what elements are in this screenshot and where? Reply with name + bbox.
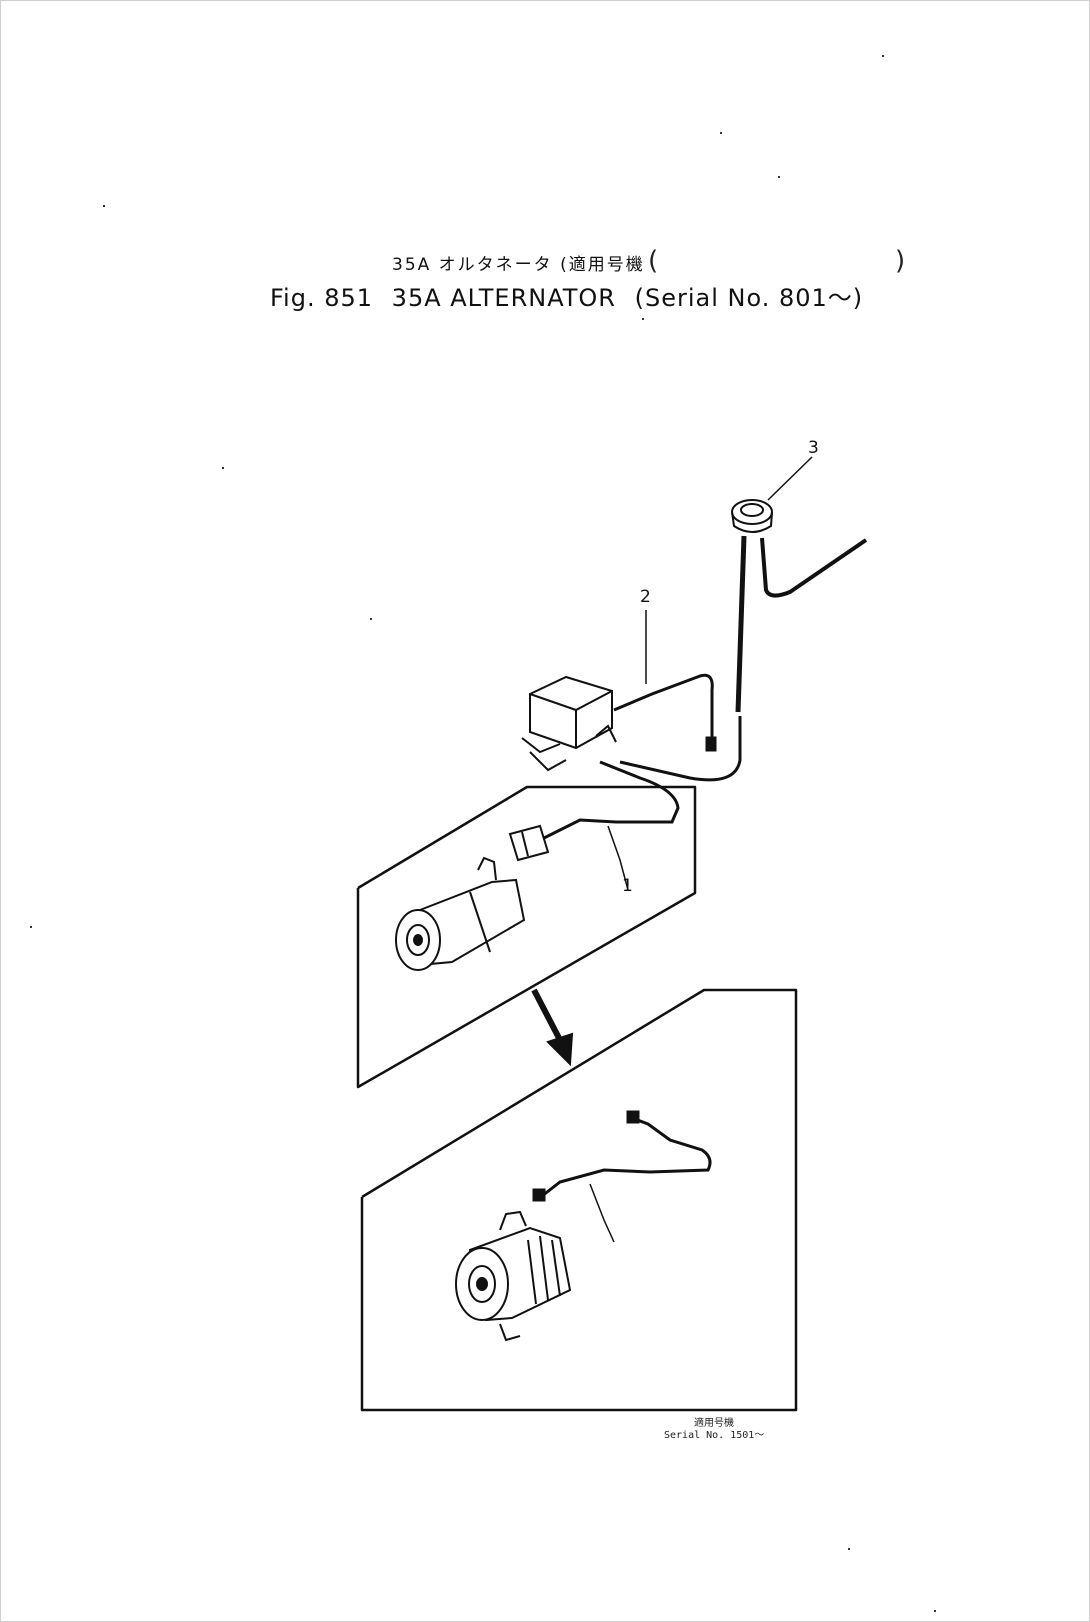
- wire-harness-connector: [508, 824, 550, 862]
- scan-speck: [882, 55, 884, 57]
- voltage-regulator: [521, 675, 617, 772]
- scan-speck: [370, 618, 372, 620]
- alternator-new: [455, 1210, 572, 1342]
- scan-speck: [30, 926, 32, 928]
- replacement-arrow: [531, 988, 574, 1067]
- scan-speck: [720, 132, 722, 134]
- serial-note-jp: 適用号機: [694, 1418, 734, 1429]
- serial-paren-close: ): [895, 246, 906, 276]
- scan-speck: [222, 467, 224, 469]
- lower-panel-outline: [360, 988, 798, 1412]
- title-japanese: 35A オルタネータ (適用号機: [392, 255, 645, 275]
- callout-1: 1: [622, 876, 633, 896]
- callout-3-leader: [767, 456, 813, 501]
- callout-2: 2: [640, 587, 651, 607]
- figure-title: Fig. 851 35A ALTERNATOR (Serial No. 801～…: [270, 278, 873, 313]
- serial-note: 適用号機 Serial No. 1501～: [664, 1418, 764, 1442]
- figure-number: Fig. 851: [270, 284, 374, 312]
- serial-range: (Serial No. 801～): [634, 284, 864, 312]
- new-wire-harness: [532, 1110, 712, 1202]
- part-name: 35A ALTERNATOR: [391, 284, 616, 312]
- scan-speck: [934, 1610, 936, 1612]
- scan-speck: [103, 205, 105, 207]
- indicator-lamp: [731, 499, 868, 713]
- alternator-old: [395, 856, 526, 971]
- callout-3: 3: [808, 438, 819, 458]
- upper-panel-outline: [356, 785, 697, 1089]
- callout-1-leader: [607, 825, 629, 891]
- scan-speck: [848, 1548, 850, 1550]
- serial-paren-open: (: [648, 246, 659, 276]
- callout-1-leader-lower: [589, 1183, 615, 1243]
- scan-speck: [778, 176, 780, 178]
- scan-speck: [642, 318, 644, 320]
- serial-note-en: Serial No. 1501～: [664, 1430, 765, 1441]
- regulator-wiring: [539, 673, 742, 842]
